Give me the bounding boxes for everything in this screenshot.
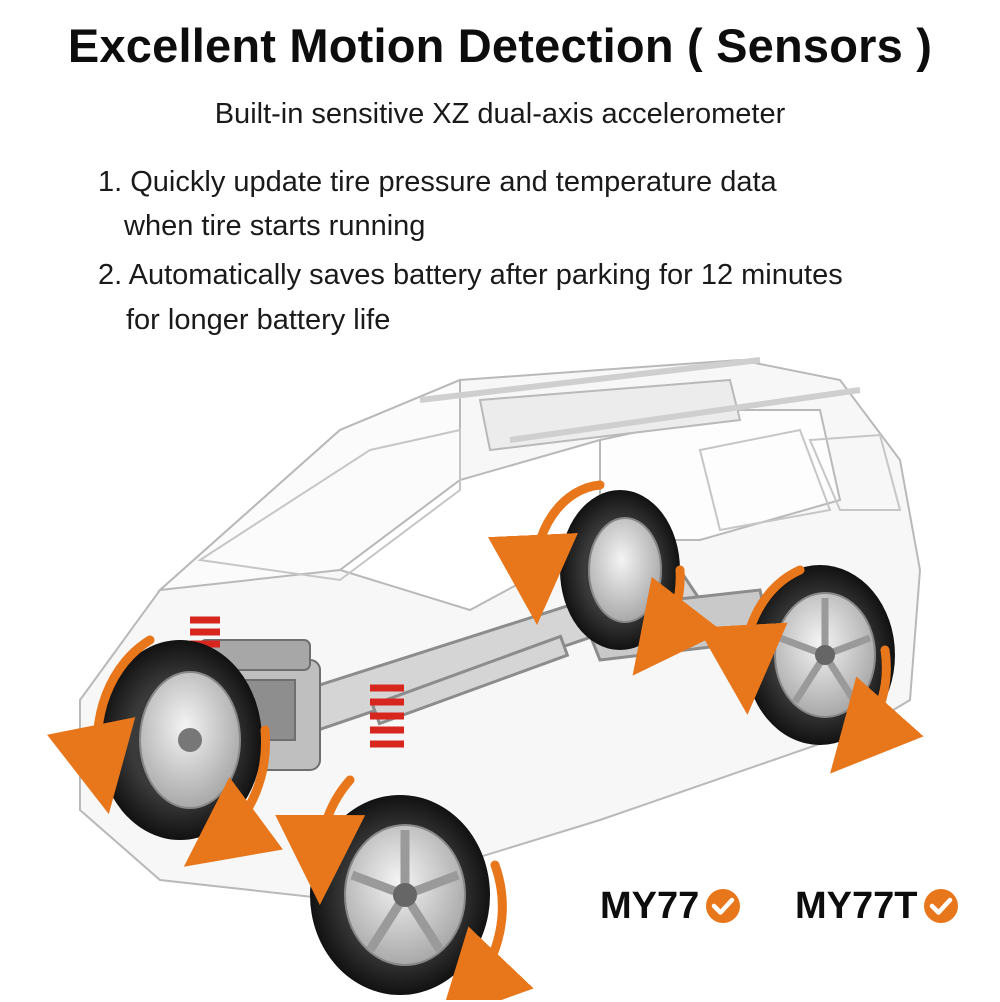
windows bbox=[197, 428, 902, 582]
roof-rails bbox=[419, 357, 861, 443]
wheel-front-right bbox=[310, 795, 490, 995]
page-title: Excellent Motion Detection ( Sensors ) bbox=[67, 19, 933, 72]
feature-1-line-2: when tire starts running bbox=[124, 210, 426, 242]
rotation-arrows bbox=[47, 480, 924, 1000]
page-subtitle: Built-in sensitive XZ dual-axis accelero… bbox=[214, 98, 786, 130]
model-badge-my77: MY77 bbox=[600, 882, 741, 930]
check-circle-icon bbox=[706, 889, 741, 923]
feature-2-line-1: 2. Automatically saves battery after par… bbox=[98, 259, 843, 291]
check-circle-icon bbox=[924, 889, 959, 923]
wheel-rear-left bbox=[560, 490, 680, 650]
feature-1-line-1: 1. Quickly update tire pressure and temp… bbox=[98, 166, 777, 198]
model-name-my77t: MY77T bbox=[795, 884, 918, 927]
suv-cutaway-illustration bbox=[47, 357, 924, 1000]
model-badge-my77t: MY77T bbox=[795, 882, 959, 930]
model-name-my77: MY77 bbox=[600, 884, 700, 927]
feature-2-line-2: for longer battery life bbox=[126, 304, 391, 336]
